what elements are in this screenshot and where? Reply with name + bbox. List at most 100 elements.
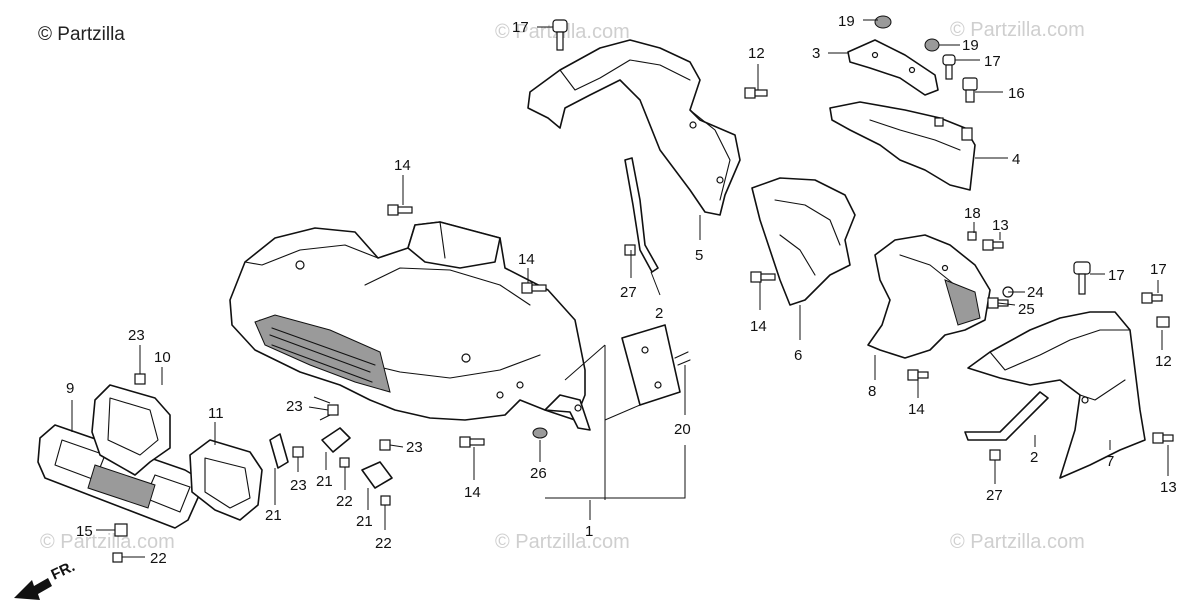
bolt-14-c[interactable] — [750, 271, 776, 283]
callout-22-c: 22 — [150, 550, 167, 567]
grommet-26[interactable] — [532, 427, 548, 439]
callout-24: 24 — [1027, 284, 1044, 301]
inner-fender-upper-part[interactable] — [527, 39, 741, 216]
stay-part-2-upper[interactable] — [624, 157, 659, 273]
callout-25: 25 — [1018, 301, 1035, 318]
stay-part-2-lower[interactable] — [964, 391, 1049, 441]
clip-19-a[interactable] — [874, 15, 892, 29]
bracket-part-4[interactable] — [829, 101, 976, 191]
callout-19-b: 19 — [962, 37, 979, 54]
nut-18[interactable] — [967, 231, 977, 241]
callout-13-b: 13 — [1160, 479, 1177, 496]
nut-22-c[interactable] — [112, 552, 123, 563]
callout-27-a: 27 — [620, 284, 637, 301]
front-label: FR. — [49, 558, 78, 584]
leader-lines — [71, 19, 1169, 558]
callout-23-d: 23 — [406, 439, 423, 456]
fasteners — [112, 15, 1174, 563]
nut-15[interactable] — [114, 523, 128, 537]
callout-14-e: 14 — [908, 401, 925, 418]
watermark-bottom-center: © Partzilla.com — [495, 531, 630, 553]
callout-22-b: 22 — [375, 535, 392, 552]
bolt-14-e[interactable] — [907, 369, 929, 381]
plate-bracket-part-20[interactable] — [621, 324, 691, 406]
bolt-17-b[interactable] — [942, 54, 956, 80]
nut-22-b[interactable] — [380, 495, 391, 506]
side-cover-part-8[interactable] — [867, 234, 991, 359]
callout-12-top: 12 — [748, 45, 765, 62]
clip-19-b[interactable] — [924, 38, 940, 52]
bolt-17-d[interactable] — [1141, 292, 1163, 304]
bolt-12-b[interactable] — [1156, 316, 1170, 328]
watermark-top-right: © Partzilla.com — [950, 19, 1085, 41]
callout-15: 15 — [76, 523, 93, 540]
callout-21-b: 21 — [316, 473, 333, 490]
headlight-housing-part-11[interactable] — [189, 439, 263, 521]
callout-4: 4 — [1012, 151, 1020, 168]
callout-1: 1 — [585, 523, 593, 540]
callout-19-a: 19 — [838, 13, 855, 30]
callout-17-top: 17 — [512, 19, 529, 36]
callout-14-c: 14 — [750, 318, 767, 335]
callout-10: 10 — [154, 349, 171, 366]
bolt-13-a[interactable] — [982, 239, 1004, 251]
bolt-14-d[interactable] — [459, 436, 485, 448]
callout-6: 6 — [794, 347, 802, 364]
callout-2-lower: 2 — [1030, 449, 1038, 466]
callout-labels: 17 19 19 3 17 16 12 4 14 5 18 13 27 2 14… — [66, 13, 1177, 567]
side-cover-part-6[interactable] — [751, 177, 856, 306]
bolt-13-b[interactable] — [1152, 432, 1174, 444]
callout-17-c: 17 — [1108, 267, 1125, 284]
callout-21-c: 21 — [356, 513, 373, 530]
clip-part-21-a[interactable] — [269, 433, 289, 469]
headlight-housing-part-10[interactable] — [91, 384, 171, 476]
callout-23-b: 23 — [286, 398, 303, 415]
fastener-16[interactable] — [962, 77, 978, 103]
corner-watermark: © Partzilla — [38, 24, 125, 45]
bolt-17-top[interactable] — [552, 19, 568, 51]
nut-22-a[interactable] — [339, 457, 350, 468]
callout-26: 26 — [530, 465, 547, 482]
front-arrow-icon — [14, 578, 52, 600]
bracket-part-3[interactable] — [847, 39, 939, 96]
callout-17-b: 17 — [984, 53, 1001, 70]
callout-14-a: 14 — [394, 157, 411, 174]
right-fender-part-7[interactable] — [967, 311, 1146, 479]
callout-14-d: 14 — [464, 484, 481, 501]
nut-27-a[interactable] — [624, 244, 636, 256]
front-direction-indicator: FR. — [14, 558, 78, 600]
callout-17-d: 17 — [1150, 261, 1167, 278]
bolt-23-c[interactable] — [292, 446, 304, 458]
bolt-14-b[interactable] — [521, 282, 547, 294]
callout-8: 8 — [868, 383, 876, 400]
callout-18: 18 — [964, 205, 981, 222]
front-fender-part-1[interactable] — [229, 221, 591, 431]
callout-16: 16 — [1008, 85, 1025, 102]
bolt-12-top[interactable] — [744, 87, 768, 99]
bolt-17-c[interactable] — [1073, 261, 1091, 295]
callout-5: 5 — [695, 247, 703, 264]
callout-3: 3 — [812, 45, 820, 62]
callout-2-upper: 2 — [655, 305, 663, 322]
callout-21-a: 21 — [265, 507, 282, 524]
callout-7: 7 — [1106, 453, 1114, 470]
bolt-14-a[interactable] — [387, 204, 413, 216]
callout-23-a: 23 — [128, 327, 145, 344]
bolt-23-d[interactable] — [379, 439, 391, 451]
callout-11: 11 — [208, 405, 224, 422]
watermark-bottom-left: © Partzilla.com — [40, 531, 175, 553]
callout-27-b: 27 — [986, 487, 1003, 504]
callout-12-b: 12 — [1155, 353, 1172, 370]
callout-9: 9 — [66, 380, 74, 397]
nut-27-b[interactable] — [989, 449, 1001, 461]
callout-23-c: 23 — [290, 477, 307, 494]
clip-part-21-c[interactable] — [361, 461, 393, 489]
clip-part-21-b[interactable] — [321, 427, 351, 453]
bolt-23-a[interactable] — [134, 373, 146, 385]
callout-20: 20 — [674, 421, 691, 438]
callout-13-a: 13 — [992, 217, 1009, 234]
watermark-bottom-right: © Partzilla.com — [950, 531, 1085, 553]
callout-22-a: 22 — [336, 493, 353, 510]
bolt-23-b[interactable] — [327, 404, 339, 416]
